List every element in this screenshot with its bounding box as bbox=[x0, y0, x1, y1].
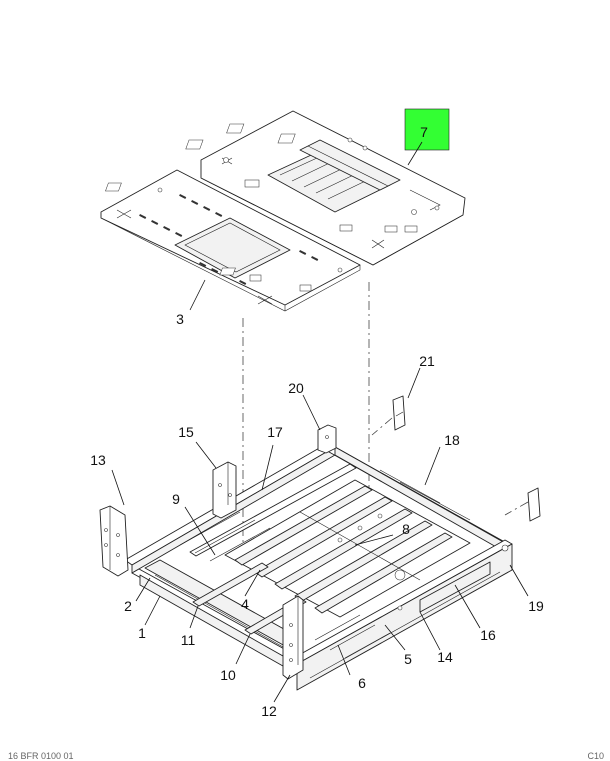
bracket-20 bbox=[317, 424, 337, 454]
panel-slot-row bbox=[139, 194, 319, 285]
callout-4[interactable]: 4 bbox=[241, 596, 249, 612]
callout-20[interactable]: 20 bbox=[288, 380, 304, 396]
callout-5[interactable]: 5 bbox=[404, 651, 412, 667]
callout-9[interactable]: 9 bbox=[172, 491, 180, 507]
callout-1[interactable]: 1 bbox=[138, 625, 146, 641]
callout-2[interactable]: 2 bbox=[124, 598, 132, 614]
alignment-line-bracket-21 bbox=[371, 417, 393, 436]
highlighted-part-box[interactable] bbox=[404, 108, 450, 151]
callout-13[interactable]: 13 bbox=[90, 452, 106, 468]
floor-panel-rear bbox=[185, 110, 466, 266]
bracket-15 bbox=[212, 461, 237, 519]
bracket-21 bbox=[392, 395, 406, 431]
bracket-13 bbox=[99, 505, 129, 577]
callout-16[interactable]: 16 bbox=[480, 627, 496, 643]
callout-labels: 7 3 21 20 15 17 18 13 9 8 19 2 4 1 11 16… bbox=[90, 124, 544, 719]
callout-18[interactable]: 18 bbox=[444, 432, 460, 448]
bracket-19 bbox=[527, 487, 541, 522]
callout-17[interactable]: 17 bbox=[267, 424, 283, 440]
callout-11[interactable]: 11 bbox=[181, 632, 196, 648]
callout-3[interactable]: 3 bbox=[176, 311, 184, 327]
alignment-line-bracket-19 bbox=[504, 501, 529, 516]
footer-drawing-code: 16 BFR 0100 01 bbox=[8, 751, 74, 761]
footer-sheet-code: C10 bbox=[587, 751, 604, 761]
bracket-12 bbox=[282, 595, 304, 680]
callout-21[interactable]: 21 bbox=[419, 353, 435, 369]
floor-panel-front bbox=[100, 169, 361, 312]
callout-15[interactable]: 15 bbox=[178, 424, 194, 440]
callout-19[interactable]: 19 bbox=[528, 598, 544, 614]
callout-14[interactable]: 14 bbox=[437, 649, 453, 665]
callout-12[interactable]: 12 bbox=[261, 703, 277, 719]
leader-lines bbox=[111, 141, 529, 703]
callout-10[interactable]: 10 bbox=[220, 667, 236, 683]
floor-frame-assembly bbox=[124, 442, 513, 691]
callout-7[interactable]: 7 bbox=[420, 124, 428, 140]
callout-6[interactable]: 6 bbox=[358, 675, 366, 691]
callout-8[interactable]: 8 bbox=[402, 521, 410, 537]
